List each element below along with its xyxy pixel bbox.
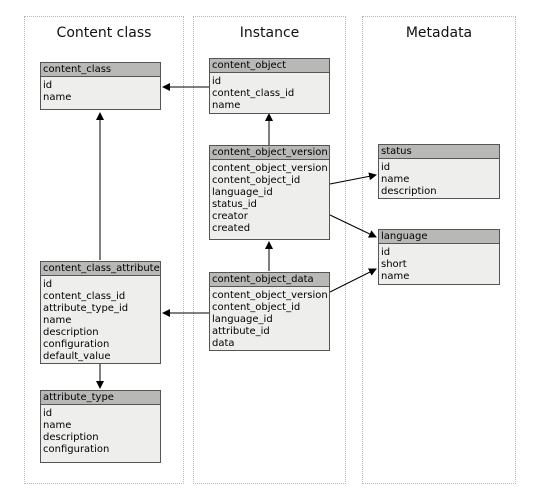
arrow-data-to-language [329, 268, 377, 293]
entity-title: content_object_version [210, 146, 329, 160]
entity-field: content_class_id [43, 291, 126, 302]
entity-field: id [43, 279, 53, 290]
entity-title: attribute_type [41, 391, 160, 405]
entity-content-object-data: content_object_data content_object_versi… [209, 272, 330, 351]
column-title-content-class: Content class [56, 25, 152, 41]
entity-field: configuration [43, 339, 110, 350]
entity-field: short [381, 259, 407, 270]
entity-title: content_class [41, 63, 160, 77]
entity-title: content_object [210, 59, 329, 73]
entity-title: status [379, 145, 499, 159]
entity-field: created [212, 223, 251, 234]
entity-field: content_object_version [212, 290, 328, 301]
entity-content-object-version: content_object_version content_object_ve… [209, 145, 330, 240]
column-content-class: Content class [24, 16, 184, 484]
entity-field: creator [212, 211, 248, 222]
column-title-instance: Instance [239, 25, 300, 41]
entity-title: content_class_attribute [41, 262, 160, 276]
entity-field: id [212, 76, 222, 87]
entity-title: language [379, 230, 499, 244]
entity-content-class-attribute: content_class_attribute id content_class… [40, 261, 161, 364]
entity-status: status id name description [378, 144, 500, 199]
entity-field: content_class_id [212, 88, 295, 99]
entity-field: name [381, 271, 410, 282]
entity-field: name [43, 315, 72, 326]
entity-field: description [381, 186, 437, 197]
entity-content-class: content_class id name [40, 62, 161, 110]
column-instance: Instance [193, 16, 346, 484]
entity-language: language id short name [378, 229, 500, 285]
entity-field: id [381, 247, 391, 258]
entity-field: data [212, 338, 235, 349]
entity-attribute-type: attribute_type id name description confi… [40, 390, 161, 463]
entity-field: id [43, 408, 53, 419]
entity-field: name [212, 100, 241, 111]
entity-title: content_object_data [210, 273, 329, 287]
entity-field: attribute_id [212, 326, 270, 337]
entity-field: configuration [43, 444, 110, 455]
column-title-metadata: Metadata [405, 25, 473, 41]
entity-field: description [43, 432, 99, 443]
entity-field: description [43, 327, 99, 338]
entity-field: name [43, 92, 72, 103]
entity-field: name [43, 420, 72, 431]
entity-field: default_value [43, 351, 111, 362]
entity-field: content_object_id [212, 175, 301, 186]
entity-field: id [381, 162, 391, 173]
entity-field: name [381, 174, 410, 185]
entity-field: content_object_id [212, 302, 301, 313]
entity-field: id [43, 80, 53, 91]
entity-field: language_id [212, 187, 273, 198]
arrow-version-to-status [329, 172, 377, 185]
entity-field: language_id [212, 314, 273, 325]
entity-field: attribute_type_id [43, 303, 129, 314]
entity-content-object: content_object id content_class_id name [209, 58, 330, 114]
column-metadata: Metadata [362, 16, 516, 484]
arrow-version-to-language [329, 214, 377, 238]
entity-field: status_id [212, 199, 257, 210]
entity-field: content_object_version [212, 163, 328, 174]
